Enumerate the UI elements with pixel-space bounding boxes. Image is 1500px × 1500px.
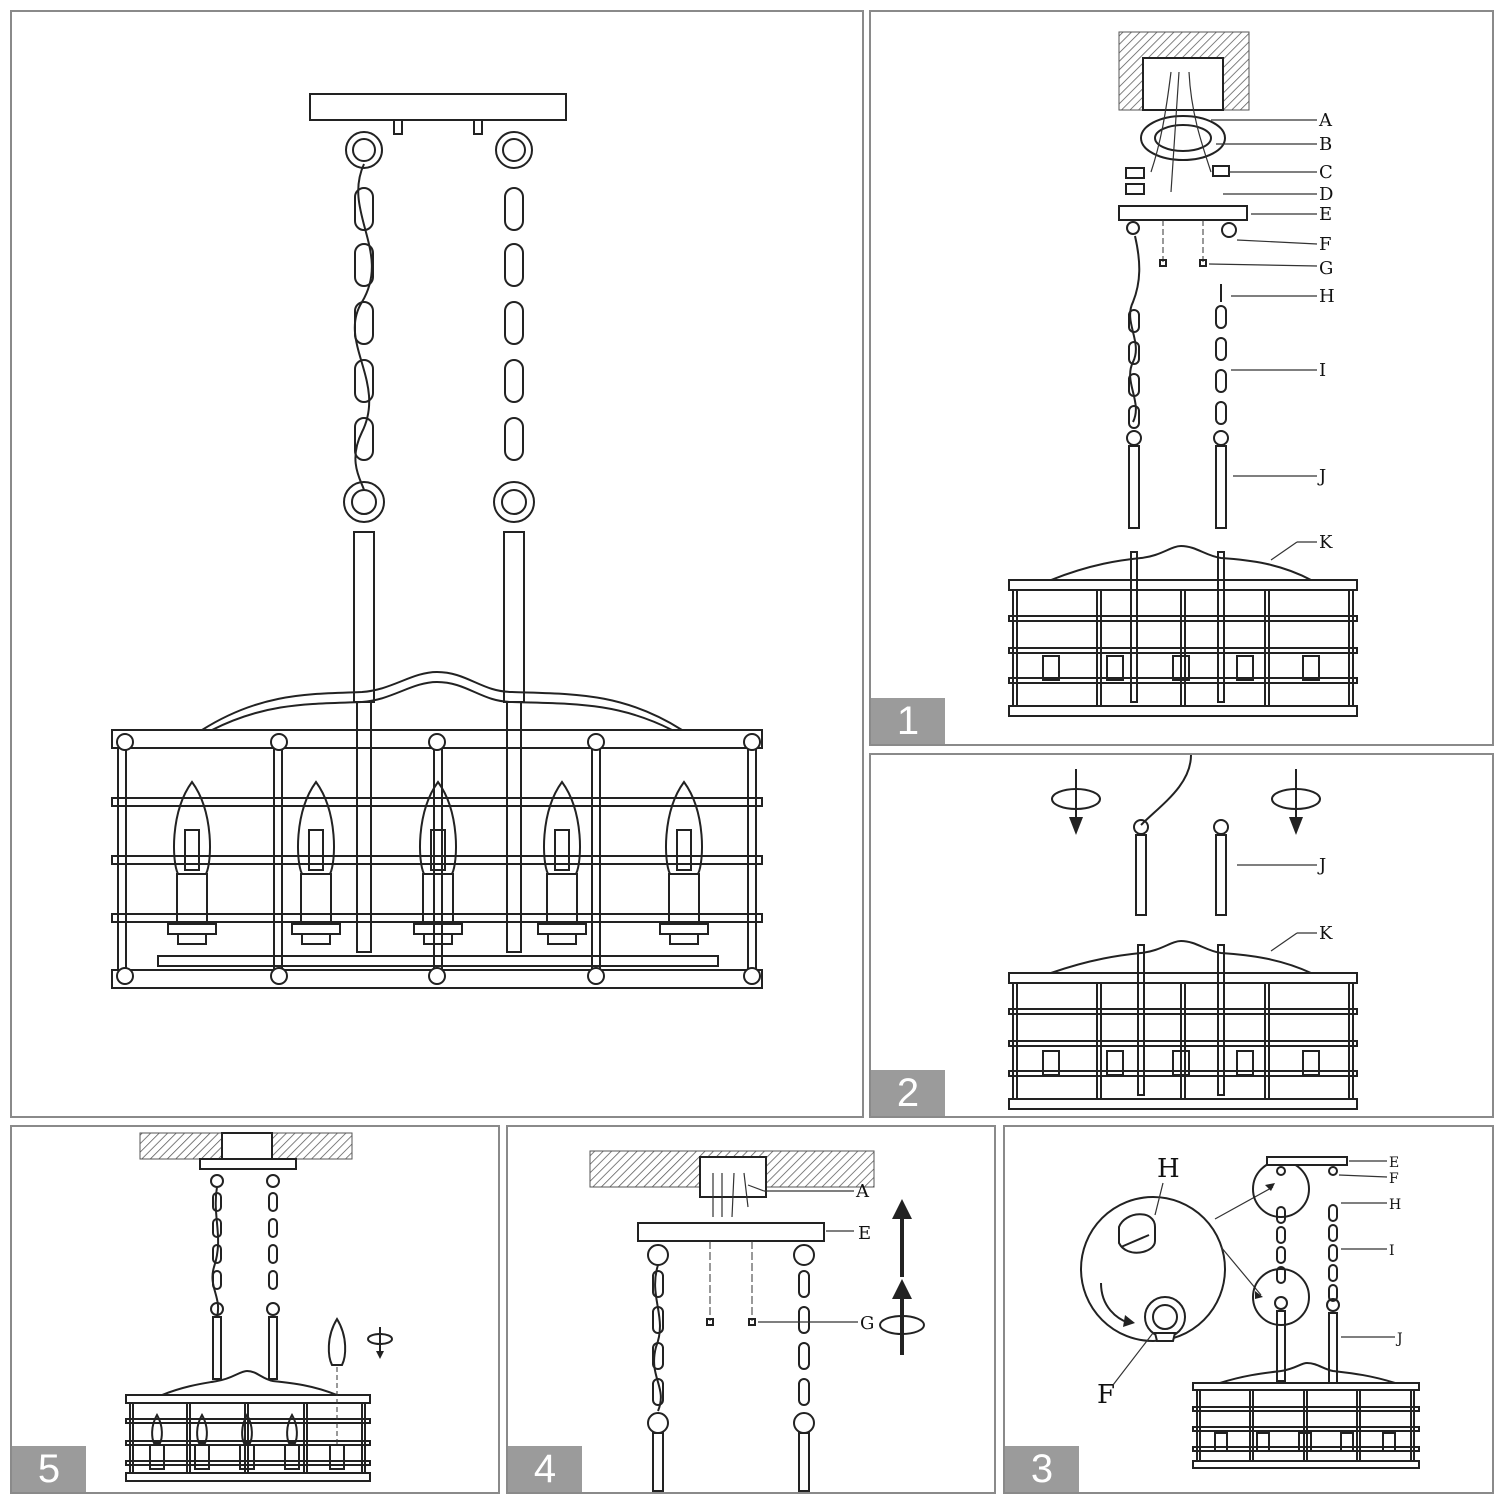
label-I: I [1389, 1243, 1395, 1259]
step-number-badge: 1 [871, 698, 945, 744]
candle-bulbs [167, 780, 709, 945]
chain-left [1274, 1206, 1288, 1382]
step-1-panel: A B C D E F G H I J K 1 [869, 10, 1494, 746]
label-H: H [1389, 1197, 1401, 1213]
label-G: G [1319, 258, 1333, 279]
rotate-arrow-icon [367, 1327, 393, 1359]
label-A: A [855, 1181, 870, 1202]
label-J: J [1317, 855, 1326, 876]
step-4-diagram: A E G [589, 1150, 925, 1492]
top-arch [201, 670, 683, 731]
canopy [1266, 1156, 1348, 1166]
step-number-badge: 2 [871, 1070, 945, 1116]
label-G: G [860, 1313, 874, 1334]
label-E: E [1319, 204, 1332, 225]
canopy [199, 1158, 297, 1170]
step-4-panel: A E G 4 [506, 1125, 996, 1494]
step-number-badge: 3 [1005, 1446, 1079, 1492]
label-C: C [1319, 162, 1333, 183]
rod-right [503, 531, 525, 703]
label-H: H [1319, 286, 1335, 307]
step-2-panel: J K 2 [869, 753, 1494, 1118]
detail-circle-chain [1252, 1268, 1310, 1326]
label-K: K [1319, 923, 1333, 944]
chandelier-illustration [111, 93, 763, 989]
label-I: I [1319, 360, 1326, 381]
canopy-plate [309, 93, 567, 121]
label-D: D [1319, 184, 1333, 205]
chain-left [343, 131, 385, 523]
detail-circle-canopy [1252, 1160, 1310, 1218]
chain-left [647, 1244, 669, 1492]
fixture-body [1192, 1361, 1420, 1469]
up-arrow-icon [879, 1199, 925, 1355]
chain-right [266, 1174, 280, 1380]
step-number-badge: 4 [508, 1446, 582, 1492]
rod-left [353, 531, 375, 703]
step-2-diagram: J K [1008, 755, 1358, 1110]
step-1-diagram: A B C D E F G H I J K [1008, 31, 1358, 717]
chain-left [1126, 235, 1142, 529]
label-K: K [1319, 532, 1333, 553]
label-A: A [1318, 110, 1333, 131]
step-3-diagram: H F E F H I J [1080, 1154, 1420, 1469]
fixture-body [125, 1369, 371, 1482]
step-5-diagram [125, 1132, 393, 1482]
detail-magnifier [1080, 1183, 1275, 1342]
junction-box [1142, 57, 1224, 111]
label-J: J [1317, 466, 1326, 487]
bulb-icon [327, 1317, 347, 1445]
label-E: E [858, 1223, 871, 1244]
label-J: J [1395, 1331, 1403, 1347]
product-overview-panel [10, 10, 864, 1118]
label-F-magnified: F [1097, 1380, 1115, 1410]
step-number-badge: 5 [12, 1446, 86, 1492]
label-B: B [1319, 134, 1332, 155]
label-F: F [1389, 1171, 1399, 1187]
chain-right [1326, 1204, 1340, 1384]
chain-right [493, 131, 535, 523]
chain-right [1213, 284, 1229, 529]
fixture-body [1008, 544, 1358, 717]
rotate-arrow-icon [1271, 769, 1321, 835]
cage-frame [111, 729, 763, 989]
rotate-arrow-icon [1051, 769, 1101, 835]
chain-right [793, 1244, 815, 1492]
step-5-panel: 5 [10, 1125, 500, 1494]
fixture-body [1008, 939, 1358, 1110]
step-3-panel: H F E F H I J 3 [1003, 1125, 1494, 1494]
part-callouts: A B C D E F G H I J K [1208, 110, 1335, 561]
canopy [637, 1222, 825, 1242]
canopy [1118, 205, 1248, 221]
chain-left [210, 1174, 224, 1380]
label-F: F [1319, 234, 1332, 255]
label-H-magnified: H [1157, 1154, 1180, 1184]
label-E: E [1389, 1155, 1399, 1171]
